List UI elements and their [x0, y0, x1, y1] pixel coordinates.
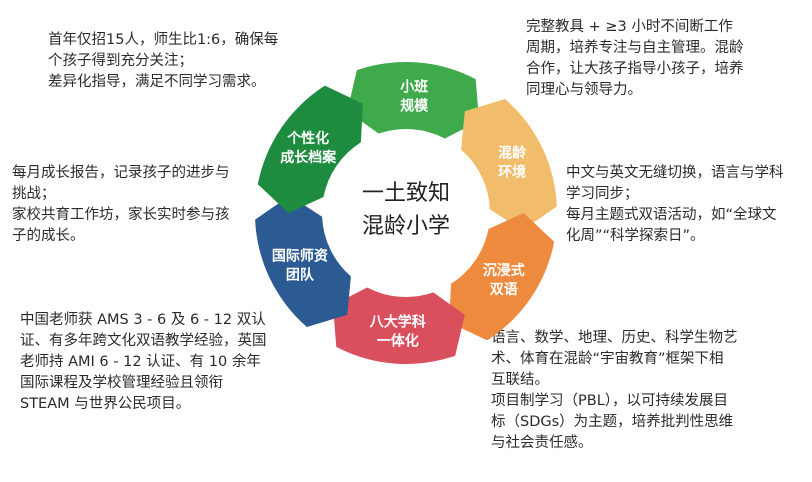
segment-growth-file [257, 85, 363, 213]
segment-label-intl-teachers: 国际师资团队 [272, 248, 328, 284]
mixed-age-description: 完整教具 + ≥3 小时不间断工作 周期，培养专注与自主管理。混龄 合作，让大孩… [526, 19, 744, 98]
segment-eight-subjects [332, 287, 465, 365]
center-title-line1: 一土致知 [362, 181, 450, 206]
segment-label-growth-file: 个性化成长档案 [280, 130, 337, 166]
immersive-description: 中文与英文无缝切换，语言与学科 学习同步； 每月主题式双语活动，如“全球文 化周… [566, 165, 784, 244]
small-class-description: 首年仅招15人，师生比1:6，确保每 个孩子得到充分关注； 差异化指导，满足不同… [48, 32, 279, 90]
center-title-line2: 混龄小学 [362, 214, 450, 239]
segment-label-eight-subjects: 八大学科一体化 [369, 314, 426, 350]
segment-label-immersive: 沉浸式双语 [483, 262, 525, 298]
segment-mixed-age [461, 99, 557, 231]
segment-intl-teachers [255, 195, 351, 327]
growth-file-description: 每月成长报告，记录孩子的进步与 挑战； 家校共育工作坊，家长实时参与孩 子的成长… [12, 165, 230, 244]
eight-subjects-description: 语言、数学、地理、历史、科学生物艺 术、体育在混龄“宇宙教育”框架下相 互联结。… [491, 330, 738, 451]
segment-label-small-class: 小班规模 [400, 78, 429, 114]
segment-label-mixed-age: 混龄环境 [498, 144, 527, 180]
intl-teachers-description: 中国老师获 AMS 3 - 6 及 6 - 12 双认 证、有多年跨文化双语教学… [20, 312, 267, 412]
segment-immersive [449, 213, 555, 341]
segment-small-class [347, 61, 480, 139]
